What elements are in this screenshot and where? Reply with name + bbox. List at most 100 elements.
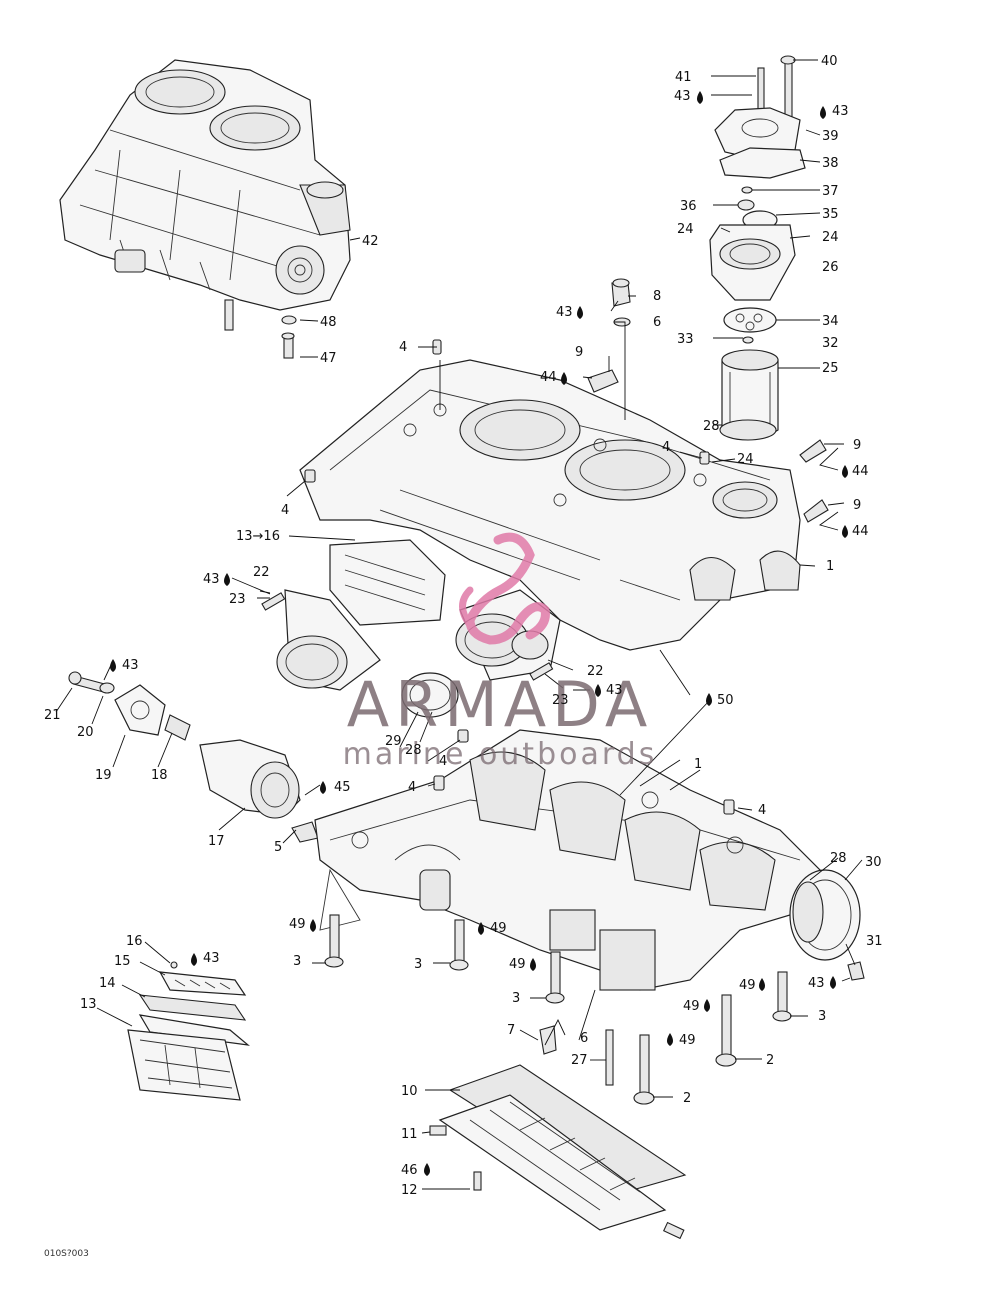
callout-43: 43 bbox=[808, 976, 825, 991]
callout-48: 48 bbox=[320, 315, 337, 330]
fitting-9 bbox=[587, 369, 829, 523]
end-cover-30 bbox=[789, 869, 865, 981]
callout-7: 7 bbox=[507, 1023, 515, 1038]
callout-49: 49 bbox=[683, 999, 700, 1014]
callout-4: 4 bbox=[758, 803, 766, 818]
bolt-47 bbox=[281, 315, 297, 359]
callout-6: 6 bbox=[653, 315, 661, 330]
callout-24: 24 bbox=[737, 452, 754, 467]
callout-6: 6 bbox=[580, 1031, 588, 1046]
callout-34: 34 bbox=[822, 314, 839, 329]
armada-logo-watermark bbox=[459, 532, 550, 645]
logo-swirl-icon bbox=[465, 532, 550, 645]
callout-3: 3 bbox=[818, 1009, 826, 1024]
leader-lines bbox=[55, 59, 863, 1190]
callout-46: 46 bbox=[401, 1163, 418, 1178]
callout-22: 22 bbox=[253, 565, 270, 580]
callout-3: 3 bbox=[512, 991, 520, 1006]
assembled-engine-illustration bbox=[59, 59, 351, 331]
upper-crankcase bbox=[299, 359, 801, 651]
reed-block-set bbox=[127, 961, 250, 1101]
callout-42: 42 bbox=[362, 234, 379, 249]
callout-18: 18 bbox=[151, 768, 168, 783]
callout-45: 45 bbox=[334, 780, 351, 795]
callout-23: 23 bbox=[229, 592, 246, 607]
callout-1: 1 bbox=[694, 757, 702, 772]
callout-49: 49 bbox=[490, 921, 507, 936]
dowel-pin bbox=[699, 451, 710, 465]
callout-36: 36 bbox=[680, 199, 697, 214]
callout-24: 24 bbox=[822, 230, 839, 245]
callout-35: 35 bbox=[822, 207, 839, 222]
callout-28: 28 bbox=[405, 743, 422, 758]
callout-4: 4 bbox=[662, 440, 670, 455]
watermark-brand: ARMADA bbox=[347, 668, 653, 741]
callout-23: 23 bbox=[552, 693, 569, 708]
water-pump-assembly bbox=[709, 55, 806, 441]
callout-4: 4 bbox=[399, 340, 407, 355]
callout-2: 2 bbox=[766, 1053, 774, 1068]
callout-27: 27 bbox=[571, 1053, 588, 1068]
callout-50: 50 bbox=[717, 693, 734, 708]
callout-33: 33 bbox=[677, 332, 694, 347]
callout-31: 31 bbox=[866, 934, 883, 949]
callout-20: 20 bbox=[77, 725, 94, 740]
dowel-pin bbox=[304, 469, 316, 483]
callout-37: 37 bbox=[822, 184, 839, 199]
callout-8: 8 bbox=[653, 289, 661, 304]
callout-12: 12 bbox=[401, 1183, 418, 1198]
callout-16: 16 bbox=[126, 934, 143, 949]
callout-2: 2 bbox=[683, 1091, 691, 1106]
diagram-code: 010S?003 bbox=[44, 1249, 89, 1259]
callout-24: 24 bbox=[677, 222, 694, 237]
callout-49: 49 bbox=[739, 978, 756, 993]
callout-labels: 40 41 43 43 39 38 37 36 35 24 24 26 8 43… bbox=[44, 54, 883, 1198]
callout-30: 30 bbox=[865, 855, 882, 870]
lubricant-drop-icons bbox=[110, 91, 848, 1176]
dowel-pin bbox=[433, 775, 445, 791]
callout-21: 21 bbox=[44, 708, 61, 723]
callout-38: 38 bbox=[822, 156, 839, 171]
callout-13: 13 bbox=[80, 997, 97, 1012]
callout-1: 1 bbox=[826, 559, 834, 574]
callout-43: 43 bbox=[203, 951, 220, 966]
callout-49: 49 bbox=[679, 1033, 696, 1048]
callout-43: 43 bbox=[122, 658, 139, 673]
callout-43: 43 bbox=[203, 572, 220, 587]
callout-49: 49 bbox=[289, 917, 306, 932]
callout-9: 9 bbox=[853, 438, 861, 453]
callout-13-16: 13→16 bbox=[236, 529, 280, 544]
lower-crankcase bbox=[314, 729, 821, 991]
callout-11: 11 bbox=[401, 1127, 418, 1142]
callout-43: 43 bbox=[556, 305, 573, 320]
callout-43: 43 bbox=[674, 89, 691, 104]
callout-28: 28 bbox=[830, 851, 847, 866]
callout-4: 4 bbox=[408, 780, 416, 795]
callout-25: 25 bbox=[822, 361, 839, 376]
callout-4: 4 bbox=[439, 754, 447, 769]
callout-3: 3 bbox=[293, 954, 301, 969]
watermark-tagline: marine outboards bbox=[343, 737, 658, 772]
callout-14: 14 bbox=[99, 976, 116, 991]
callout-3: 3 bbox=[414, 957, 422, 972]
dowel-pin bbox=[723, 799, 735, 815]
callout-44: 44 bbox=[540, 370, 557, 385]
clamp-29 bbox=[401, 672, 459, 718]
callout-41: 41 bbox=[675, 70, 692, 85]
callout-44: 44 bbox=[852, 464, 869, 479]
callout-15: 15 bbox=[114, 954, 131, 969]
callout-5: 5 bbox=[274, 840, 282, 855]
callout-17: 17 bbox=[208, 834, 225, 849]
callout-43: 43 bbox=[832, 104, 849, 119]
callout-26: 26 bbox=[822, 260, 839, 275]
logo-swirl-icon bbox=[459, 586, 474, 629]
callout-4: 4 bbox=[281, 503, 289, 518]
callout-29: 29 bbox=[385, 734, 402, 749]
callout-9: 9 bbox=[853, 498, 861, 513]
callout-49: 49 bbox=[509, 957, 526, 972]
callout-9: 9 bbox=[575, 345, 583, 360]
callout-40: 40 bbox=[821, 54, 838, 69]
dowel-pin bbox=[457, 729, 469, 743]
callout-44: 44 bbox=[852, 524, 869, 539]
